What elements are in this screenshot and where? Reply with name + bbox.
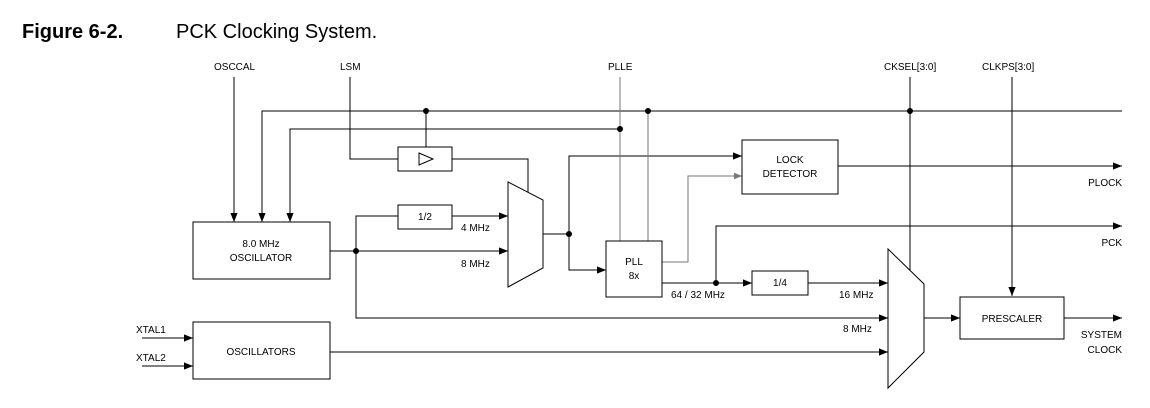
wires (142, 77, 1122, 370)
prescaler-block: PRESCALER (959, 296, 1065, 340)
junctions (353, 108, 913, 286)
xtal2-label: XTAL2 (136, 353, 166, 364)
pll-line1: PLL (625, 257, 643, 268)
divider2-label: 1/2 (418, 212, 432, 223)
divider4-block: 1/4 (751, 270, 809, 296)
clkps-label: CLKPS[3:0] (982, 62, 1034, 73)
osc8-line1: 8.0 MHz (242, 239, 279, 250)
system-clock-line2: CLOCK (1088, 345, 1123, 356)
buffer-triangle-icon (418, 152, 435, 166)
cksel-label: CKSEL[3:0] (884, 62, 936, 73)
signal-8mhz-bottom: 8 MHz (843, 324, 872, 335)
system-clock-line1: SYSTEM (1081, 330, 1122, 341)
plle-label: PLLE (608, 62, 633, 73)
divider4-label: 1/4 (773, 278, 787, 289)
signal-16mhz: 16 MHz (839, 290, 873, 301)
pll-line2: 8x (629, 271, 640, 282)
signal-64-32mhz: 64 / 32 MHz (671, 290, 725, 301)
lock-line1: LOCK (776, 155, 804, 166)
left-mux (507, 181, 544, 288)
pck-label: PCK (1101, 238, 1122, 249)
prescaler-label: PRESCALER (982, 314, 1043, 325)
xtal1-label: XTAL1 (136, 325, 166, 336)
buffer-block (397, 146, 453, 172)
figure-number: Figure 6-2. (22, 21, 123, 43)
osccal-label: OSCCAL (214, 62, 256, 73)
osc8-line2: OSCILLATOR (230, 253, 292, 264)
pll-block: PLL 8x (605, 240, 663, 298)
signal-4mhz: 4 MHz (461, 223, 490, 234)
osc8-block: 8.0 MHz OSCILLATOR (192, 221, 331, 280)
right-mux (887, 247, 925, 390)
figure-caption: PCK Clocking System. (176, 21, 377, 43)
lock-detector-block: LOCK DETECTOR (741, 139, 839, 195)
lsm-label: LSM (340, 62, 361, 73)
divider2-block: 1/2 (397, 204, 453, 230)
signal-8mhz-top: 8 MHz (461, 259, 490, 270)
oscillators-label: OSCILLATORS (226, 347, 295, 358)
lock-line2: DETECTOR (763, 169, 818, 180)
plock-label: PLOCK (1088, 178, 1122, 189)
oscillators-block: OSCILLATORS (192, 321, 331, 380)
